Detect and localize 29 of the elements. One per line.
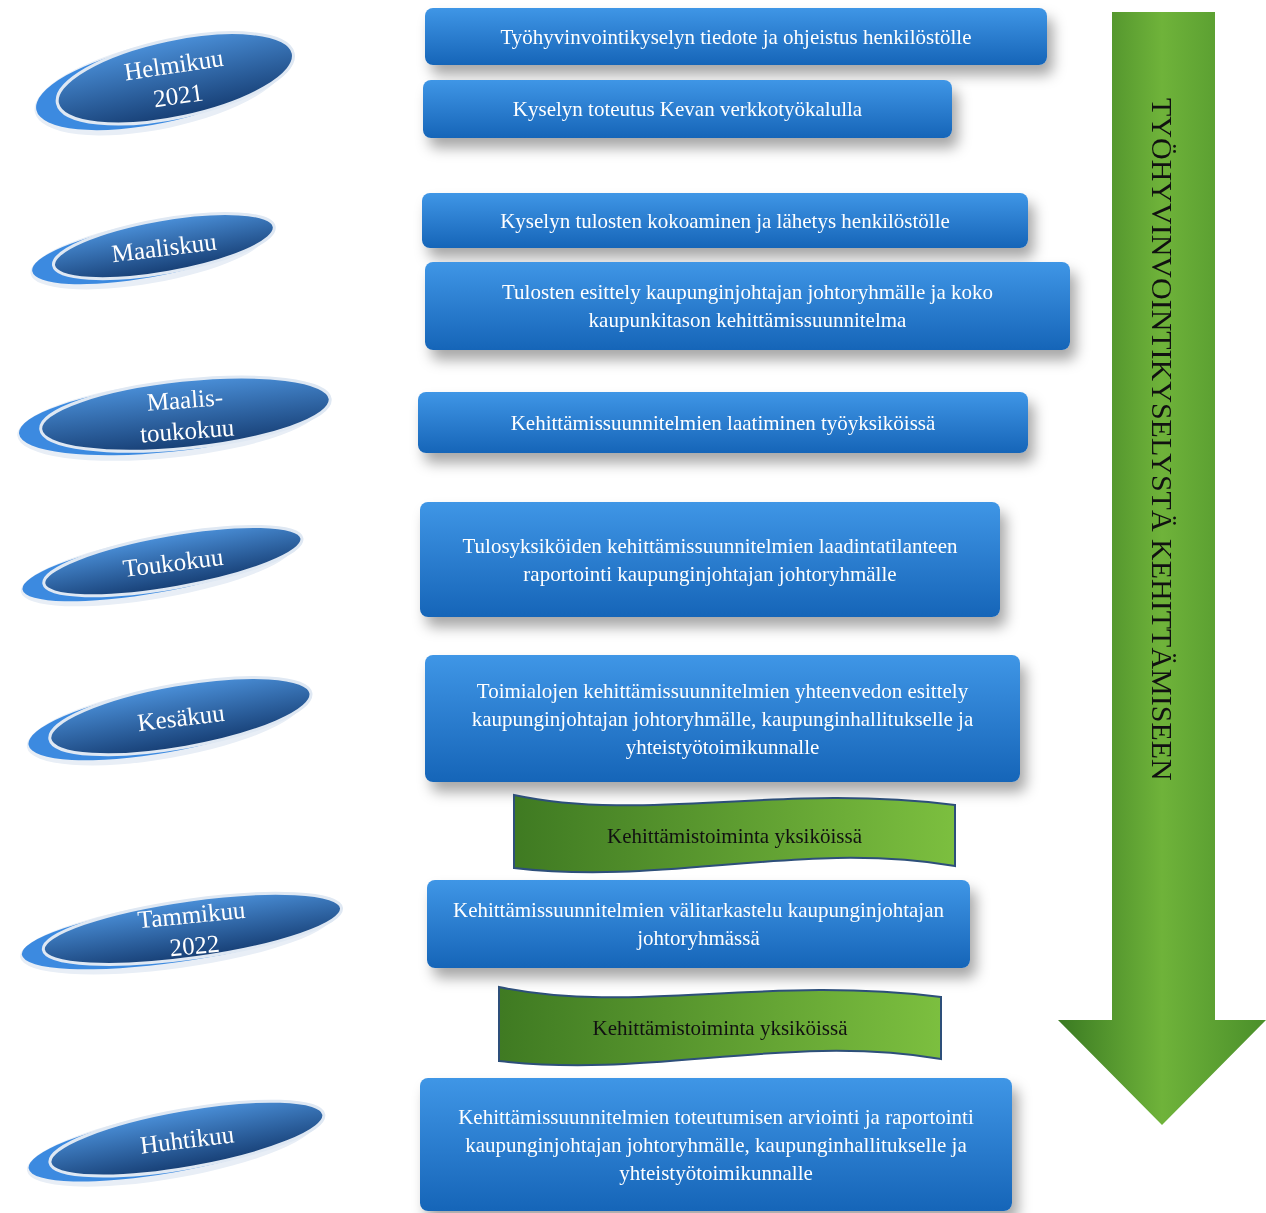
step-box	[425, 262, 1070, 350]
month-label: Huhtikuu	[138, 1120, 236, 1160]
month-label: Tammikuu 2022	[135, 895, 246, 962]
month-label: Helmikuu 2021	[121, 43, 225, 113]
step-box	[420, 1078, 1012, 1211]
step-box	[427, 880, 970, 968]
step-text: Työhyvinvointikyselyn tiedote ja ohjeistus henkilöstölle	[500, 23, 972, 51]
banner-text: Kehittämistoiminta yksiköissä	[607, 823, 862, 848]
step-box	[425, 655, 1020, 782]
step-box	[423, 80, 952, 138]
step-box	[422, 193, 1028, 248]
step-text: Tulosten esittely kaupunginjohtajan johtoryhmälle ja koko kaupunkitason kehittämissuunnitelma	[501, 279, 994, 334]
step-text: Tulosyksiköiden kehittämissuunnitelmien laadintatilanteen raportointi kaupunginjohtajan johtoryhmälle	[461, 532, 959, 588]
arrow-text: TYÖHYVINVOINTIKYSELYSTÄ KEHITTÄMISEEN	[1146, 98, 1179, 781]
month-label: Maaliskuu	[109, 227, 218, 268]
step-text: Kyselyn tulosten kokoaminen ja lähetys henkilöstölle	[500, 207, 950, 235]
step-box	[420, 502, 1000, 617]
step-text: Kehittämissuunnitelmien toteutumisen arviointi ja raportointi kaupunginjohtajan johtoryhmälle, kaupunginhallitukselle ja yhteistyötoimikunnalle	[457, 1103, 975, 1187]
banner-text: Kehittämistoiminta yksiköissä	[592, 1016, 848, 1041]
step-text: Kehittämissuunnitelmien laatiminen työyksiköissä	[510, 409, 936, 437]
step-text: Kyselyn toteutus Kevan verkkotyökalulla	[512, 96, 863, 123]
down-arrow	[1058, 12, 1266, 1125]
month-label: Kesäkuu	[135, 698, 226, 737]
step-box	[418, 392, 1028, 453]
month-label: Maalis-toukokuu	[138, 383, 235, 448]
step-text: Kehittämissuunnitelmien välitarkastelu kaupunginjohtajan johtoryhmässä	[451, 897, 946, 952]
step-text: Toimialojen kehittämissuunnitelmien yhteenvedon esittely kaupunginjohtajan johtoryhmälle, kaupunginhallitukselle ja yhteistyötoimikunnalle	[470, 677, 975, 761]
month-label: Toukokuu	[121, 542, 225, 582]
step-box	[425, 8, 1047, 65]
